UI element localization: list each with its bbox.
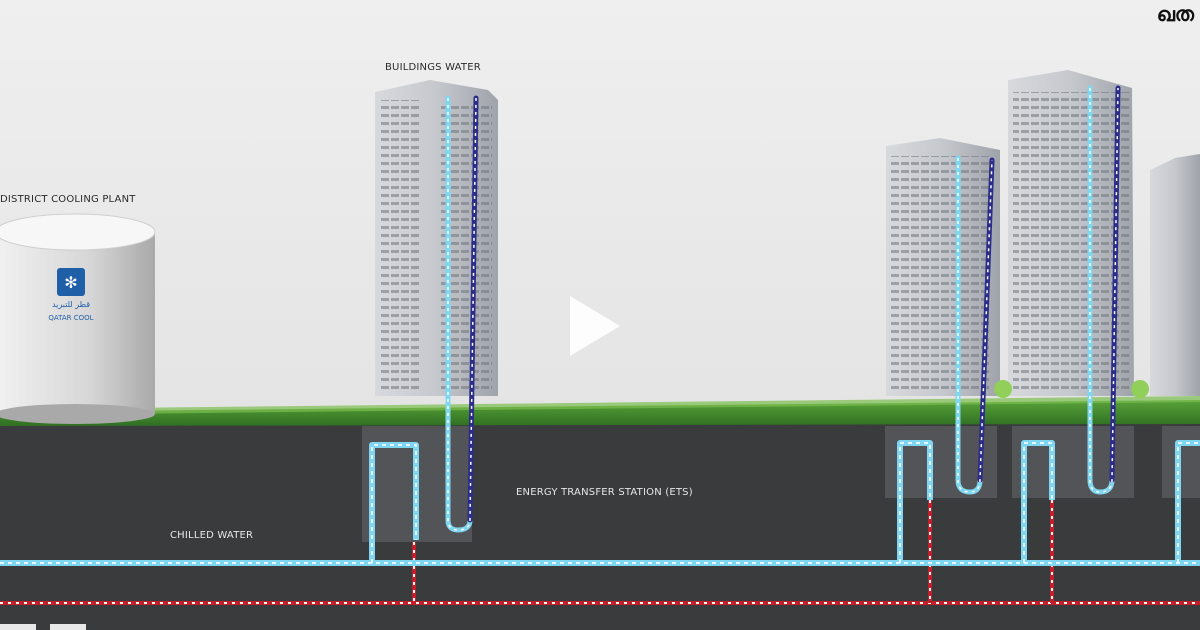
progress-marker xyxy=(50,624,86,630)
building-right-1 xyxy=(886,138,1000,396)
chilled-water-pipes-dash xyxy=(0,442,1200,564)
plant-tank-top xyxy=(0,213,156,251)
building-right-3 xyxy=(1150,154,1200,396)
ets-label: ENERGY TRANSFER STATION (ETS) xyxy=(516,487,693,498)
return-risers-dash xyxy=(413,500,1053,603)
plant-brand-en: QATAR COOL xyxy=(48,314,93,322)
building-right-3-body xyxy=(1150,154,1200,396)
plant-brand-ar: قطر للتبريد xyxy=(52,300,90,309)
buildings-water-label: BUILDINGS WATER xyxy=(385,62,481,73)
grass-strip xyxy=(0,400,1200,426)
chilled-water-label: CHILLED WATER xyxy=(170,530,254,541)
progress-marker xyxy=(0,624,36,630)
building-right-2 xyxy=(1008,70,1134,396)
building-right-1-windows xyxy=(891,156,991,392)
underground xyxy=(0,418,1200,630)
building-central-windows-left xyxy=(380,100,420,392)
plant-tank-body xyxy=(0,232,155,414)
svg-text:✻: ✻ xyxy=(64,273,77,292)
tree xyxy=(1131,380,1149,398)
channel-corner-text: ഖത xyxy=(1156,2,1194,26)
ets-box xyxy=(1012,426,1134,498)
building-central xyxy=(375,80,498,396)
district-cooling-plant-label: DISTRICT COOLING PLANT xyxy=(0,194,136,205)
plant-tank-base xyxy=(0,404,155,424)
district-cooling-plant: ✻ قطر للتبريد QATAR COOL xyxy=(0,213,156,424)
tree xyxy=(994,380,1012,398)
snowflake-logo-icon xyxy=(57,268,85,296)
building-right-2-windows xyxy=(1013,92,1129,392)
play-icon[interactable] xyxy=(570,296,620,356)
grass-highlight xyxy=(110,396,1200,414)
